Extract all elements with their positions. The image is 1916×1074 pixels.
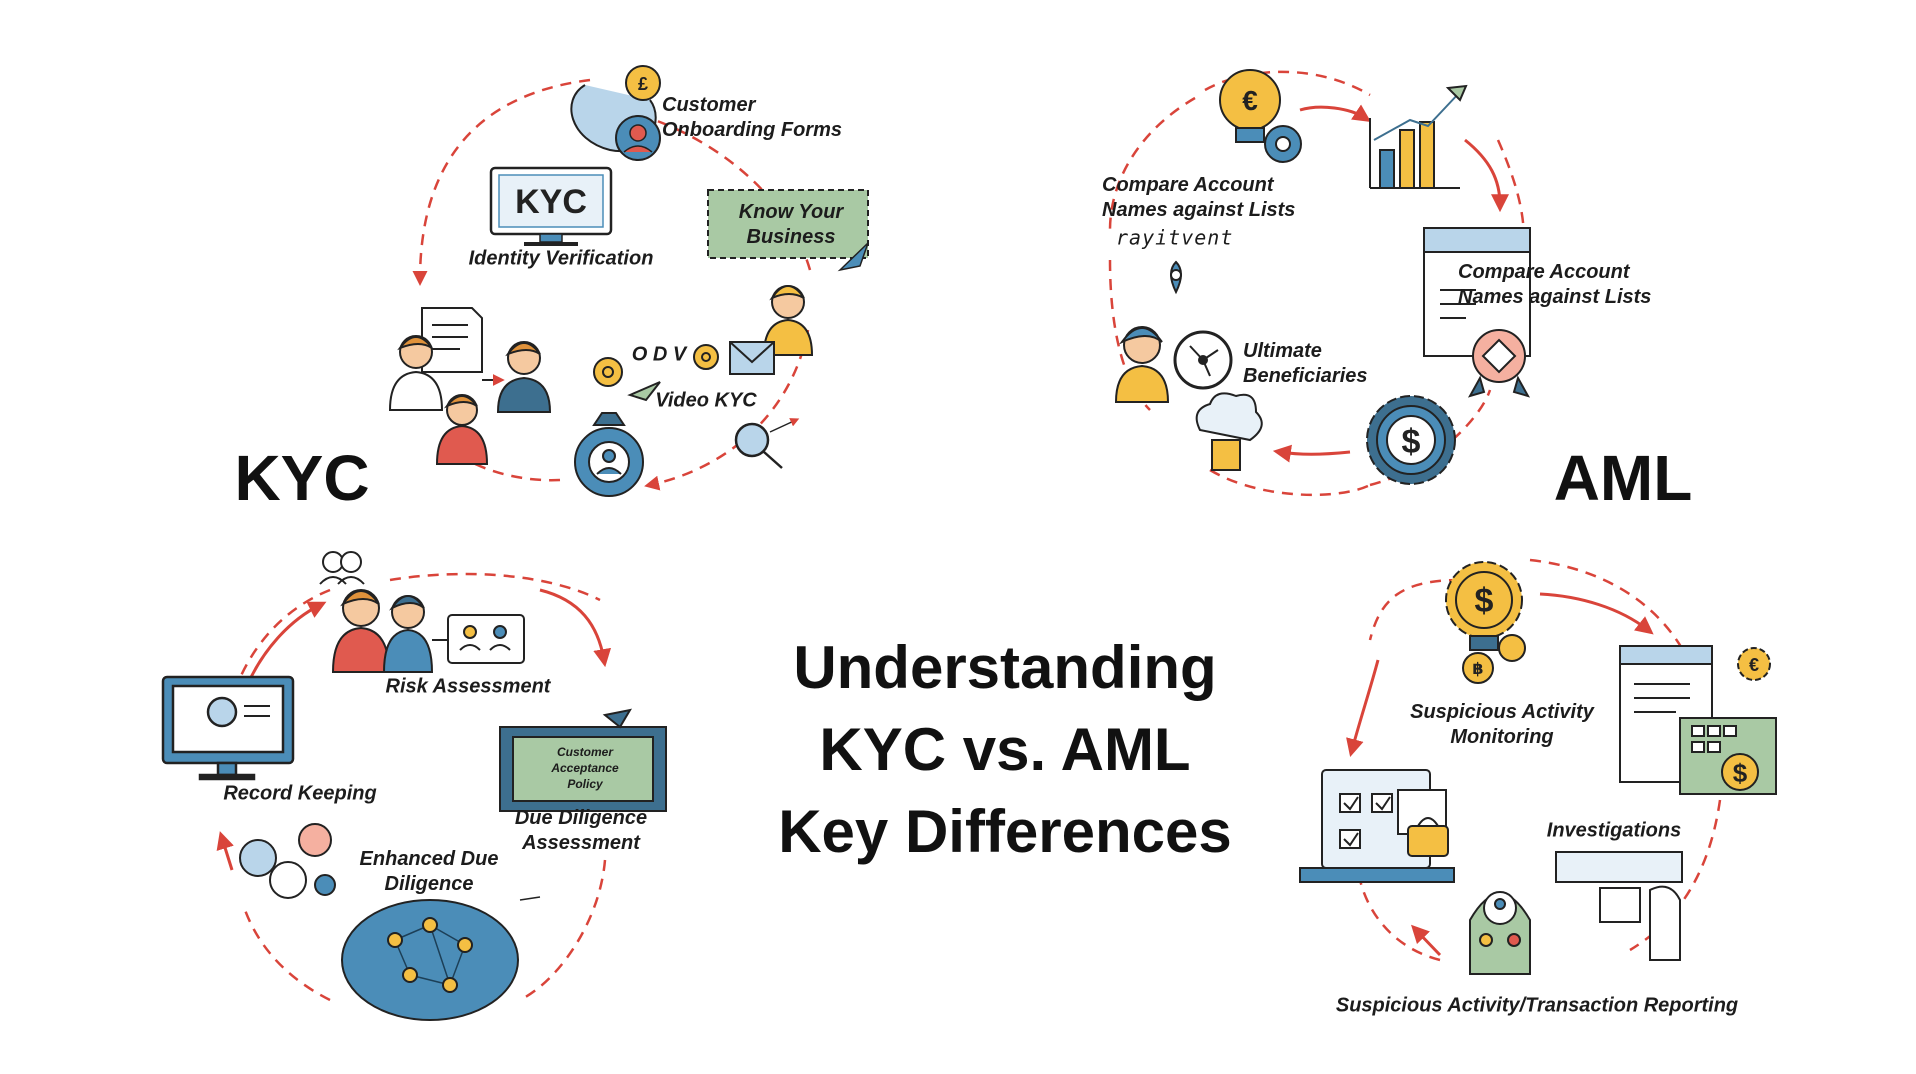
aml-idea-symbol: € <box>1242 85 1258 116</box>
aml-report-dollar: $ <box>1733 758 1748 788</box>
aml-arrow-top <box>1299 104 1371 122</box>
magnifier-icon <box>734 418 800 469</box>
aml-dollar-gear-symbol: $ <box>1402 423 1421 461</box>
main-title-line1: Understanding <box>793 634 1217 701</box>
label-ultimate-beneficiaries: Ultimate Beneficiaries <box>1243 340 1368 387</box>
main-title: Understanding KYC vs. AML Key Difference… <box>778 627 1232 873</box>
label-handwritten-scribble: rayitvent <box>1116 225 1234 250</box>
record-keeping-monitor <box>161 675 295 781</box>
aml-investigation-icons <box>1469 851 1683 975</box>
aml-bottom-arrow-bl <box>1411 924 1442 957</box>
kyc-bottom-arrow-top <box>539 588 612 668</box>
kyb-box <box>707 189 869 272</box>
edd-network-blob <box>341 899 519 1021</box>
aml-document-icon <box>1423 227 1531 398</box>
kyc-risk-people <box>319 551 525 673</box>
kyc-section-title: KYC <box>234 442 370 514</box>
aml-idea-icon <box>1219 69 1302 163</box>
aml-bar-chart-icon <box>1369 84 1468 189</box>
aml-arrow-bottom <box>1272 444 1351 463</box>
aml-cloud-bulb-icon <box>1195 392 1263 471</box>
label-investigations: Investigations <box>1546 819 1682 842</box>
odv-icons <box>593 344 719 402</box>
main-title-line2: KYC vs. AML <box>819 716 1191 783</box>
aml-bottom-arrow-top <box>1539 592 1654 635</box>
label-know-your-business: Know Your Business <box>738 201 844 248</box>
label-compare-account-2: Compare Account Names against Lists <box>1458 261 1652 308</box>
onboarding-illustration <box>570 65 661 161</box>
onboarding-coin-symbol: £ <box>638 74 648 94</box>
aml-sam-baht: ฿ <box>1472 659 1483 678</box>
kyc-monitor-text: KYC <box>515 183 587 221</box>
kyc-bottom-arrow-bl <box>216 831 234 871</box>
main-title-line3: Key Differences <box>778 798 1232 865</box>
label-suspicious-activity-reporting: Suspicious Activity/Transaction Reportin… <box>1335 994 1739 1017</box>
label-customer-acceptance-policy: Customer Acceptance Policy <box>551 745 619 791</box>
aml-laptop-checklist <box>1299 769 1455 883</box>
kyc-monitor-icon <box>489 166 613 246</box>
label-customer-onboarding: Customer Onboarding Forms <box>662 94 842 141</box>
cap-plate <box>499 708 667 812</box>
kyc-bottom-cycle <box>233 572 607 1002</box>
label-identity-verification: Identity Verification <box>468 247 654 270</box>
label-suspicious-activity-monitoring: Suspicious Activity Monitoring <box>1410 701 1594 748</box>
aml-sam-dollar: $ <box>1475 582 1494 620</box>
aml-beneficiary-icons <box>1114 260 1233 403</box>
aml-section-title: AML <box>1553 442 1693 514</box>
kyc-person-envelope <box>729 285 814 375</box>
label-odv: O D V <box>631 343 687 366</box>
aml-report-euro: € <box>1749 655 1759 675</box>
label-video-kyc: Video KYC <box>655 389 757 412</box>
kyc-medal-icon <box>574 412 644 497</box>
label-enhanced-due-diligence: Enhanced Due Diligence <box>359 848 499 895</box>
aml-bottom-arrow-left <box>1346 659 1380 757</box>
kyc-people-group <box>388 307 552 465</box>
aml-report-doc-icon <box>1619 645 1777 795</box>
aml-sam-idea-icon <box>1445 561 1526 684</box>
label-due-diligence-assessment: Due Diligence Assessment <box>514 807 648 854</box>
label-compare-account-1: Compare Account Names against Lists <box>1102 174 1296 221</box>
label-record-keeping: Record Keeping <box>223 782 377 805</box>
aml-arrow-right <box>1464 138 1509 213</box>
edd-circles <box>239 823 336 899</box>
aml-dollar-gear-icon <box>1366 395 1456 485</box>
label-risk-assessment: Risk Assessment <box>385 675 551 698</box>
edd-pen-mark <box>519 896 541 901</box>
